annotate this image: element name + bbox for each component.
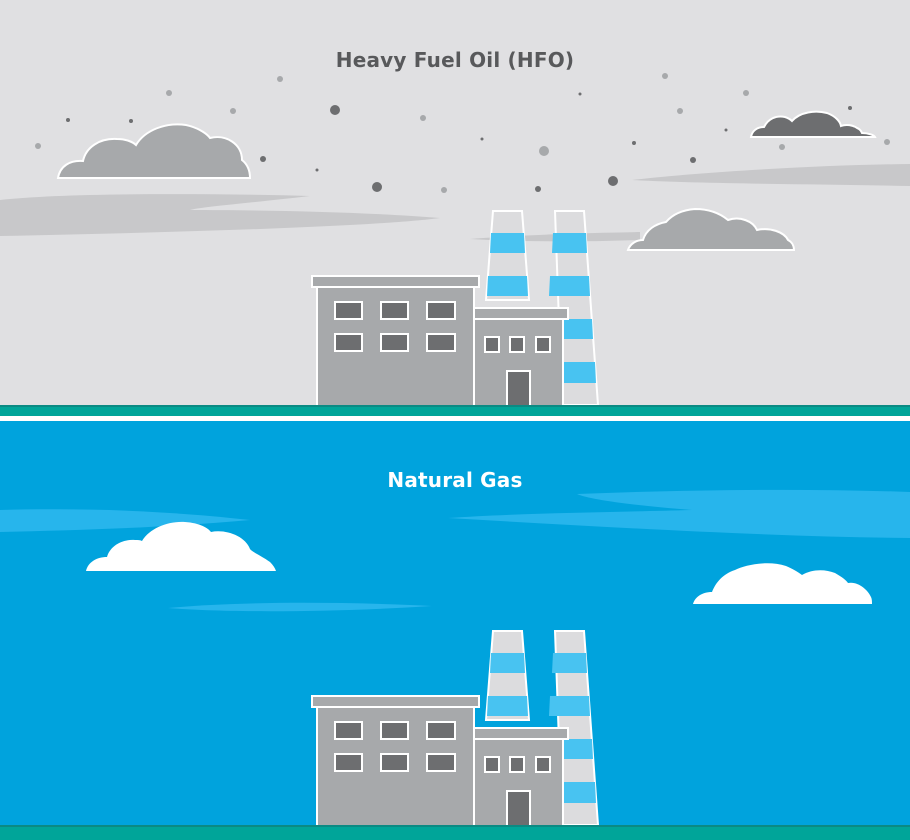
gas-panel [0,421,910,840]
hfo-panel-title: Heavy Fuel Oil (HFO) [335,48,575,72]
gas-panel-title: Natural Gas [387,468,523,492]
hfo-panel [0,0,910,416]
panel-separator [0,416,910,421]
pollution-particles [35,73,890,193]
